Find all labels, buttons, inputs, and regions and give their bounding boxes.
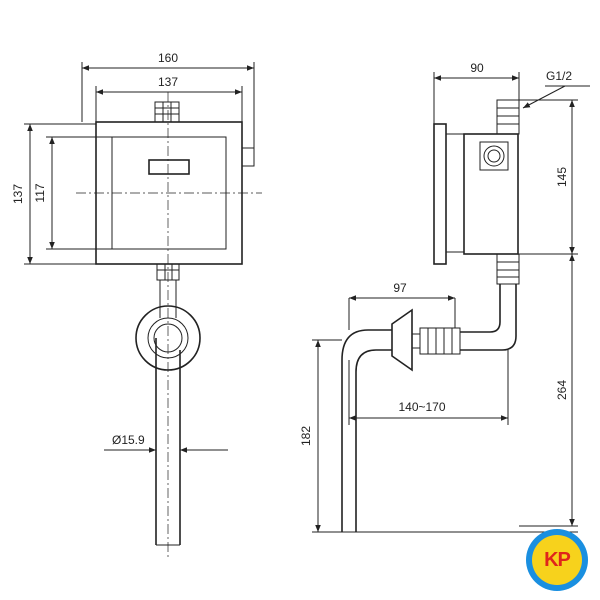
side-top-inlet-nut bbox=[496, 99, 520, 135]
dim-pipe-diameter: Ø15.9 bbox=[112, 433, 145, 447]
sensor-window bbox=[148, 159, 190, 175]
dim-width-outer: 160 bbox=[158, 51, 178, 65]
dim-height-inner: 117 bbox=[33, 183, 47, 202]
dim-offset: 97 bbox=[393, 281, 407, 295]
dim-range: 140~170 bbox=[398, 400, 445, 414]
front-view: 160 137 137 117 Ø15.9 bbox=[11, 51, 262, 560]
side-view: 90 G1/2 145 264 97 140~170 182 bbox=[299, 61, 590, 533]
logo-text: KP bbox=[544, 548, 571, 571]
dim-width-inner: 137 bbox=[158, 75, 178, 89]
dim-total-height: 264 bbox=[555, 380, 569, 400]
dim-drop: 182 bbox=[299, 426, 313, 446]
side-connector bbox=[479, 141, 509, 171]
union-fitting bbox=[412, 327, 461, 355]
brand-logo: KP bbox=[526, 529, 588, 591]
thread-label: G1/2 bbox=[546, 69, 572, 83]
side-bottom-nut bbox=[496, 253, 520, 285]
elbow-pipe bbox=[460, 284, 517, 351]
conical-escutcheon bbox=[391, 308, 413, 372]
side-valve-body bbox=[463, 133, 519, 255]
bent-drain-pipe bbox=[341, 329, 392, 533]
side-knob bbox=[241, 147, 255, 167]
dim-depth: 90 bbox=[470, 61, 484, 75]
cover-plate bbox=[433, 123, 447, 265]
logo-disc: KP bbox=[532, 535, 582, 585]
top-inlet-nut bbox=[154, 101, 180, 123]
mounting-bracket bbox=[445, 133, 465, 253]
dim-box-height: 145 bbox=[555, 167, 569, 187]
dim-height-outer: 137 bbox=[11, 184, 25, 204]
